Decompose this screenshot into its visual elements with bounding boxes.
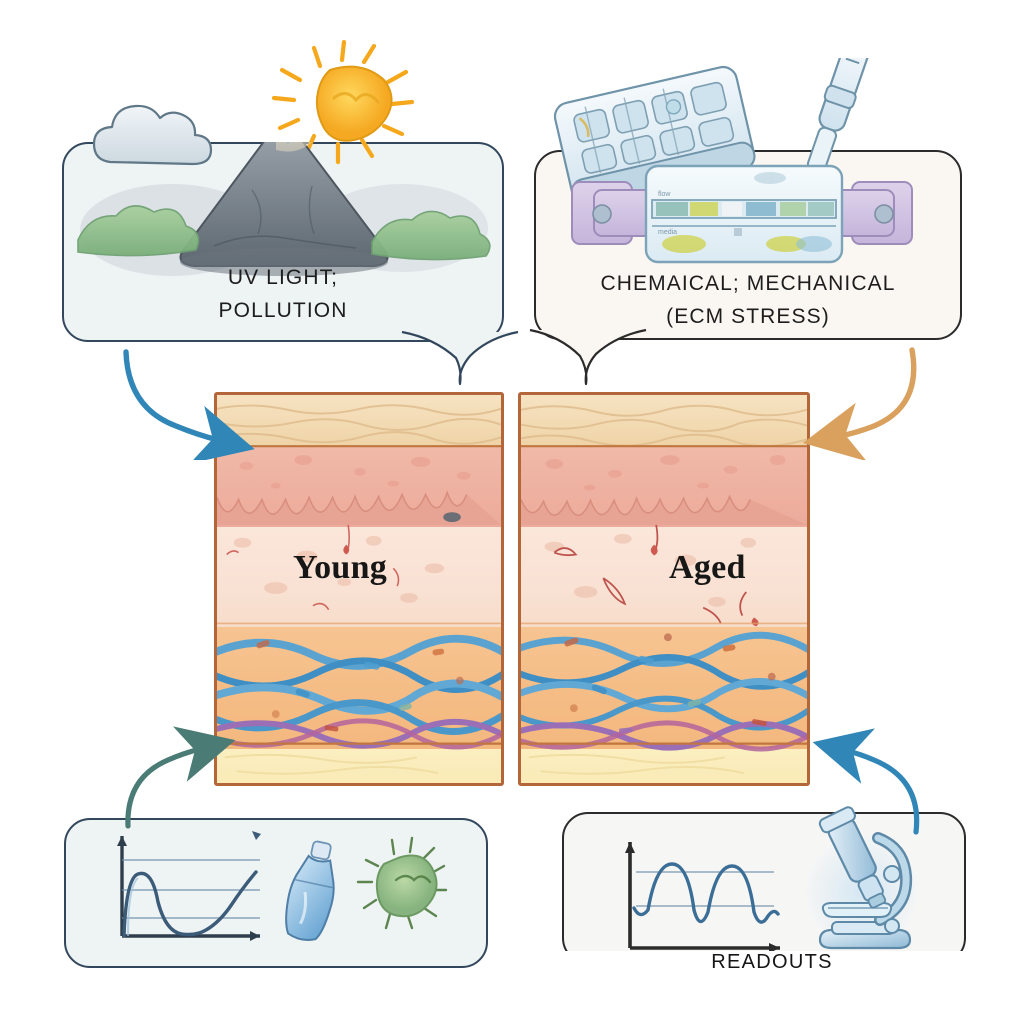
callout-env-line2: POLLUTION — [218, 298, 348, 322]
melanocyte-young — [443, 512, 461, 523]
panel-readouts-label: READOUTS — [562, 951, 982, 974]
skin-layer-papillary-dermis-young — [217, 527, 501, 627]
skin-detail-young — [217, 404, 501, 775]
callout-lab-line1: CHEMAICAL; MECHANICAL — [600, 272, 896, 295]
skin-layer-stratum-corneum-aged — [521, 395, 807, 447]
skin-label-young: Young — [293, 549, 388, 586]
panel-readouts[interactable] — [562, 812, 966, 964]
skin-label-aged: Aged — [669, 549, 746, 586]
arrow-lab-to-skin — [802, 347, 917, 460]
callout-lab-line2: (ECM STRESS) — [666, 304, 830, 328]
callout-environmental-text: UV LIGHT; POLLUTION — [62, 262, 504, 327]
skin-detail-aged — [521, 404, 807, 775]
panel-assay[interactable] — [64, 818, 488, 968]
callout-env-line1: UV LIGHT; — [227, 266, 339, 289]
skin-panel-young[interactable]: Young — [214, 392, 504, 786]
skin-panel-aged[interactable]: Aged — [518, 392, 810, 786]
callout-lab-text: CHEMAICAL; MECHANICAL (ECM STRESS) — [534, 268, 962, 333]
skin-layer-papillary-dermis-aged — [521, 527, 807, 627]
